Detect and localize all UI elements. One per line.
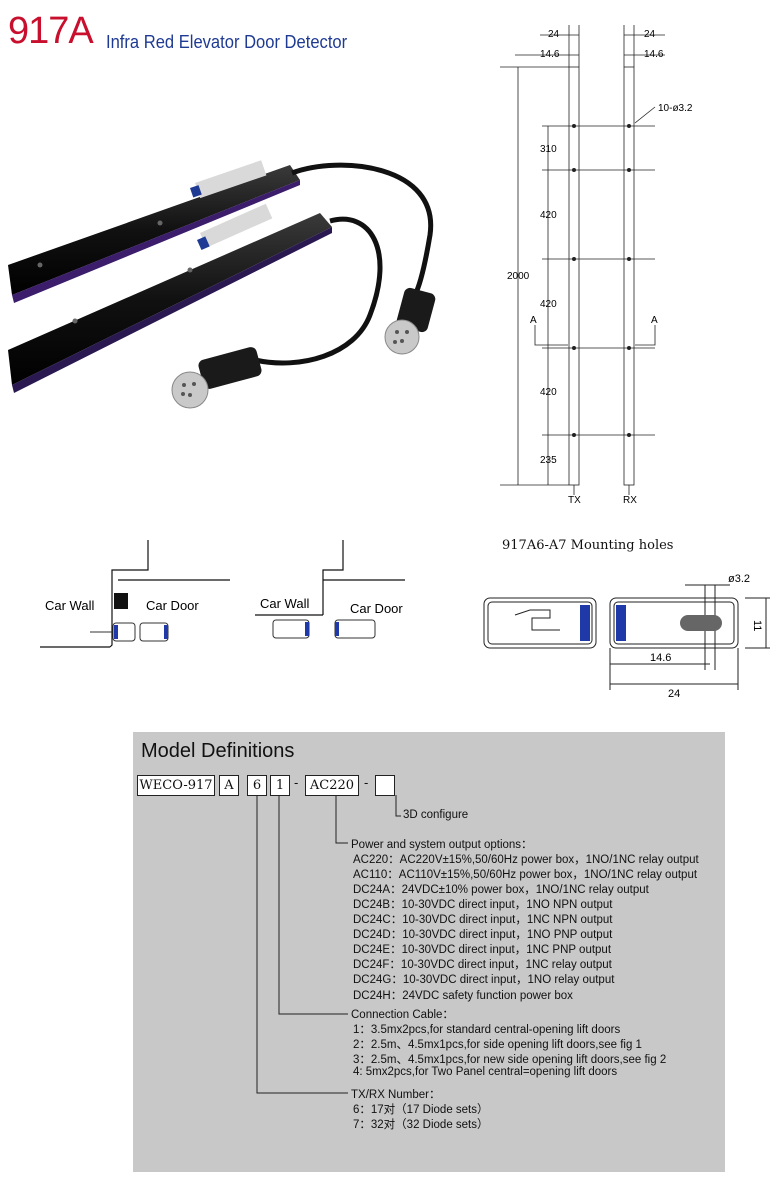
dim-segment-5: 235 xyxy=(540,455,557,466)
txrx-option: 6：17对（17 Diode sets） xyxy=(353,1104,489,1116)
rx-label: RX xyxy=(623,495,637,506)
side-opening-figure-1: Car Wall Car Door xyxy=(40,540,230,648)
fig2-car-door-label: Car Door xyxy=(350,601,403,616)
dim-segment-2: 420 xyxy=(540,210,557,221)
power-options-title: Power and system output options： xyxy=(351,839,533,851)
holes-label: 10-ø3.2 xyxy=(658,103,693,114)
power-option: DC24B：10-30VDC direct input，1NO NPN outp… xyxy=(353,899,613,911)
dim-segment-3: 420 xyxy=(540,299,557,310)
product-title: Infra Red Elevator Door Detector xyxy=(106,32,348,52)
power-option: DC24C：10-30VDC direct input，1NC NPN outp… xyxy=(353,914,613,926)
section-mark-left: A xyxy=(530,315,537,326)
dim-total: 2000 xyxy=(507,271,530,282)
power-option: AC110：AC110V±15%,50/60Hz power box，1NO/1… xyxy=(353,869,698,881)
tx-bar-image xyxy=(8,160,300,303)
code-dash-1: - xyxy=(294,775,299,790)
cable-option: 1：3.5mx2pcs,for standard central-opening… xyxy=(353,1024,621,1036)
dim-top-right-24: 24 xyxy=(644,29,656,40)
cable-option: 4: 5mx2pcs,for Two Panel central=opening… xyxy=(353,1066,618,1078)
cable-option: 3：2.5m、4.5mx1pcs,for new side opening li… xyxy=(353,1054,667,1066)
power-option: AC220：AC220V±15%,50/60Hz power box，1NO/1… xyxy=(353,854,699,866)
model-number-title: 917A xyxy=(8,10,94,52)
dim-segment-4: 420 xyxy=(540,387,557,398)
dim-left-14-6: 14.6 xyxy=(540,49,560,60)
mounting-holes-drawing: ø3.2 11 14.6 24 xyxy=(483,573,770,700)
code-box-cable: 1 xyxy=(270,775,290,796)
tx-bar-outline xyxy=(568,66,580,486)
txrx-number-title: TX/RX Number： xyxy=(351,1089,441,1101)
model-definitions-panel: Model Definitions WECO-917 A 6 1 - AC220… xyxy=(133,732,725,1172)
dimension-drawing: 24 24 14.6 14.6 10-ø3.2 2000 310 420 420… xyxy=(500,25,693,506)
config-label: 3D configure xyxy=(403,809,469,821)
dim-right-14-6: 14.6 xyxy=(644,49,664,60)
mh-height-label: 11 xyxy=(751,620,763,631)
rx-bar-outline xyxy=(623,66,635,486)
model-definitions-title: Model Definitions xyxy=(141,740,295,762)
power-option: DC24G：10-30VDC direct input，1NO relay ou… xyxy=(353,974,615,986)
power-option: DC24D：10-30VDC direct input，1NO PNP outp… xyxy=(353,929,613,941)
rx-bar-image xyxy=(8,203,332,393)
dim-segment-1: 310 xyxy=(540,144,557,155)
fig1-car-door-label: Car Door xyxy=(146,598,199,613)
code-box-series: A xyxy=(219,775,239,796)
power-option: DC24H：24VDC safety function power box xyxy=(353,990,573,1002)
fig1-car-wall-label: Car Wall xyxy=(45,598,94,613)
code-box-txrx: 6 xyxy=(247,775,267,796)
code-box-power: AC220 xyxy=(305,775,359,796)
connector-2-image xyxy=(171,347,262,409)
power-option: DC24E：10-30VDC direct input，1NC PNP outp… xyxy=(353,944,612,956)
code-dash-2: - xyxy=(364,775,369,790)
power-option: DC24F：10-30VDC direct input，1NC relay ou… xyxy=(353,959,612,971)
cable-option: 2：2.5m、4.5mx1pcs,for side opening lift d… xyxy=(353,1039,642,1051)
dim-top-left-24: 24 xyxy=(548,29,560,40)
side-opening-figure-2: Car Wall Car Door xyxy=(255,540,405,639)
code-box-prefix: WECO-917 xyxy=(137,775,215,796)
mh-diameter-label: ø3.2 xyxy=(728,573,750,585)
power-option: DC24A：24VDC±10% power box，1NO/1NC relay … xyxy=(353,884,649,896)
mh-offset-label: 14.6 xyxy=(650,652,671,664)
connection-cable-title: Connection Cable： xyxy=(351,1009,454,1021)
mounting-holes-caption: 917A6-A7 Mounting holes xyxy=(502,538,674,553)
code-box-config xyxy=(375,775,395,796)
txrx-option: 7：32对（32 Diode sets） xyxy=(353,1119,489,1131)
connector-1-image xyxy=(384,287,436,355)
fig2-car-wall-label: Car Wall xyxy=(260,596,309,611)
model-definition-connectors xyxy=(256,795,401,1094)
section-mark-right: A xyxy=(651,315,658,326)
mh-width-label: 24 xyxy=(668,688,680,700)
product-photo xyxy=(8,160,436,409)
tx-label: TX xyxy=(568,495,581,506)
